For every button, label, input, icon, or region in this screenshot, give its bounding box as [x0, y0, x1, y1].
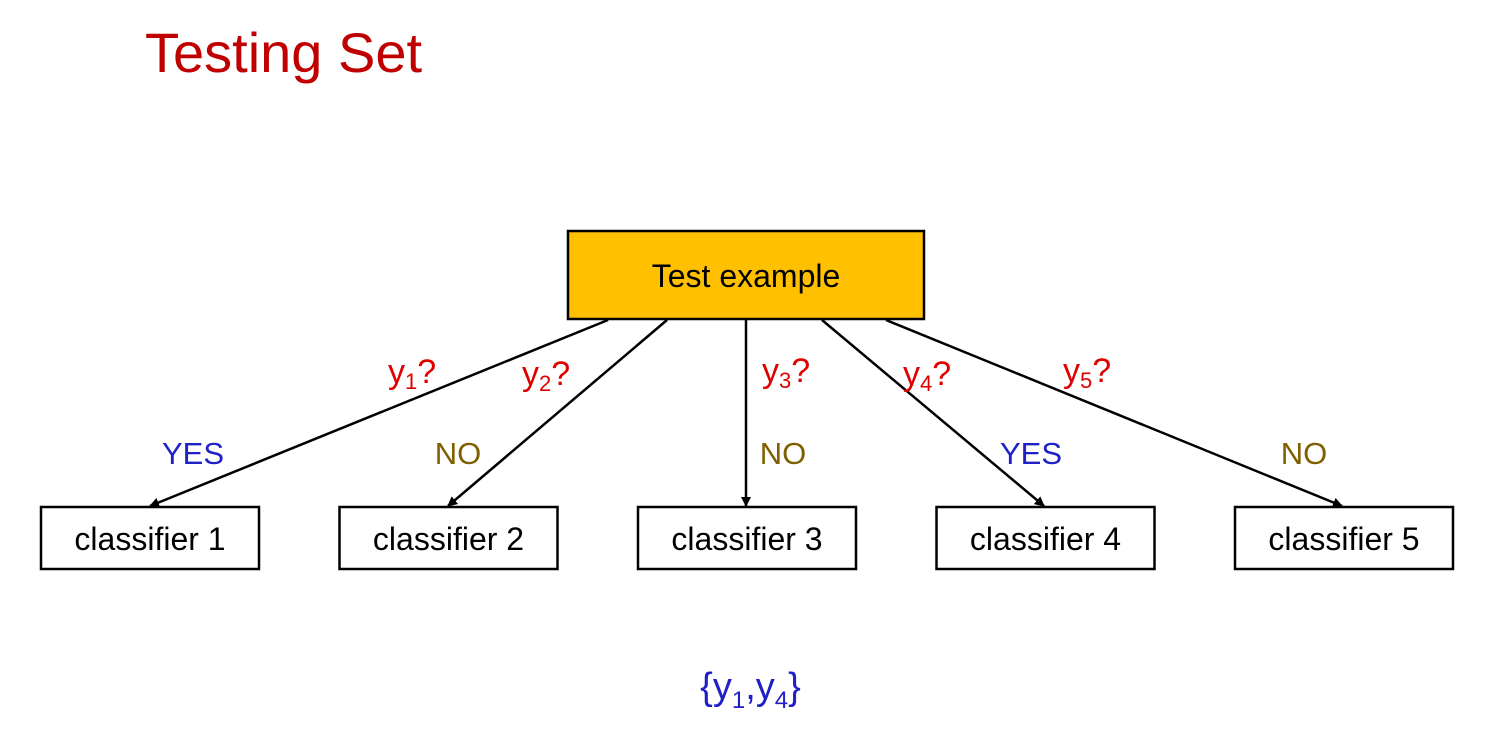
result-sub-2: 4 [774, 687, 789, 714]
question-label-2: y2? [522, 355, 570, 396]
classifier-box-3 [636, 505, 858, 571]
classifier-nodes: classifier 1 classifier 2 classifier 3 clas… [39, 505, 1455, 571]
answer-label-2: NO [435, 436, 482, 471]
branch-arrow-4 [821, 319, 1045, 507]
classifier-node-5: classifier 5 [1233, 505, 1455, 571]
classifier-node-3: classifier 3 [636, 505, 858, 571]
classifier-node-1: classifier 1 [39, 505, 261, 571]
classifier-node-4: classifier 4 [935, 505, 1156, 571]
answer-label-3: NO [760, 436, 807, 471]
classifier-label-4: classifier 4 [970, 521, 1121, 557]
page-title: Testing Set [145, 21, 423, 84]
result-close: } [788, 666, 801, 708]
branch-arrow-1 [149, 318, 609, 508]
classifier-box-5 [1233, 505, 1455, 571]
classifier-box-1 [39, 505, 261, 571]
branch-arrows [149, 318, 1343, 508]
question-label-3: y3? [762, 352, 810, 393]
root-node: Test example [566, 229, 926, 321]
classifier-box-2 [338, 505, 559, 571]
answer-label-1: YES [162, 436, 224, 471]
classifier-label-5: classifier 5 [1268, 521, 1419, 557]
classifier-label-3: classifier 3 [671, 521, 822, 557]
classifier-label-2: classifier 2 [373, 521, 524, 557]
result-open: {y [700, 666, 732, 708]
answer-labels: YES NO NO YES NO [162, 436, 1327, 471]
branch-arrow-2 [447, 319, 668, 507]
classifier-box-4 [935, 505, 1156, 571]
question-label-1: y1? [388, 353, 436, 394]
result-mid: ,y [745, 666, 775, 708]
classifier-node-2: classifier 2 [338, 505, 559, 571]
result-set: {y1,y4} [0, 666, 1501, 715]
result-sub-1: 1 [731, 687, 746, 714]
classifier-label-1: classifier 1 [74, 521, 225, 557]
branch-arrow-5 [885, 318, 1343, 508]
question-label-5: y5? [1063, 352, 1111, 393]
question-label-4: y4? [903, 355, 951, 396]
answer-label-4: YES [1000, 436, 1062, 471]
answer-label-5: NO [1281, 436, 1328, 471]
root-node-label: Test example [652, 258, 841, 294]
question-labels: y1? y2? y3? y4? y5? [388, 352, 1111, 396]
